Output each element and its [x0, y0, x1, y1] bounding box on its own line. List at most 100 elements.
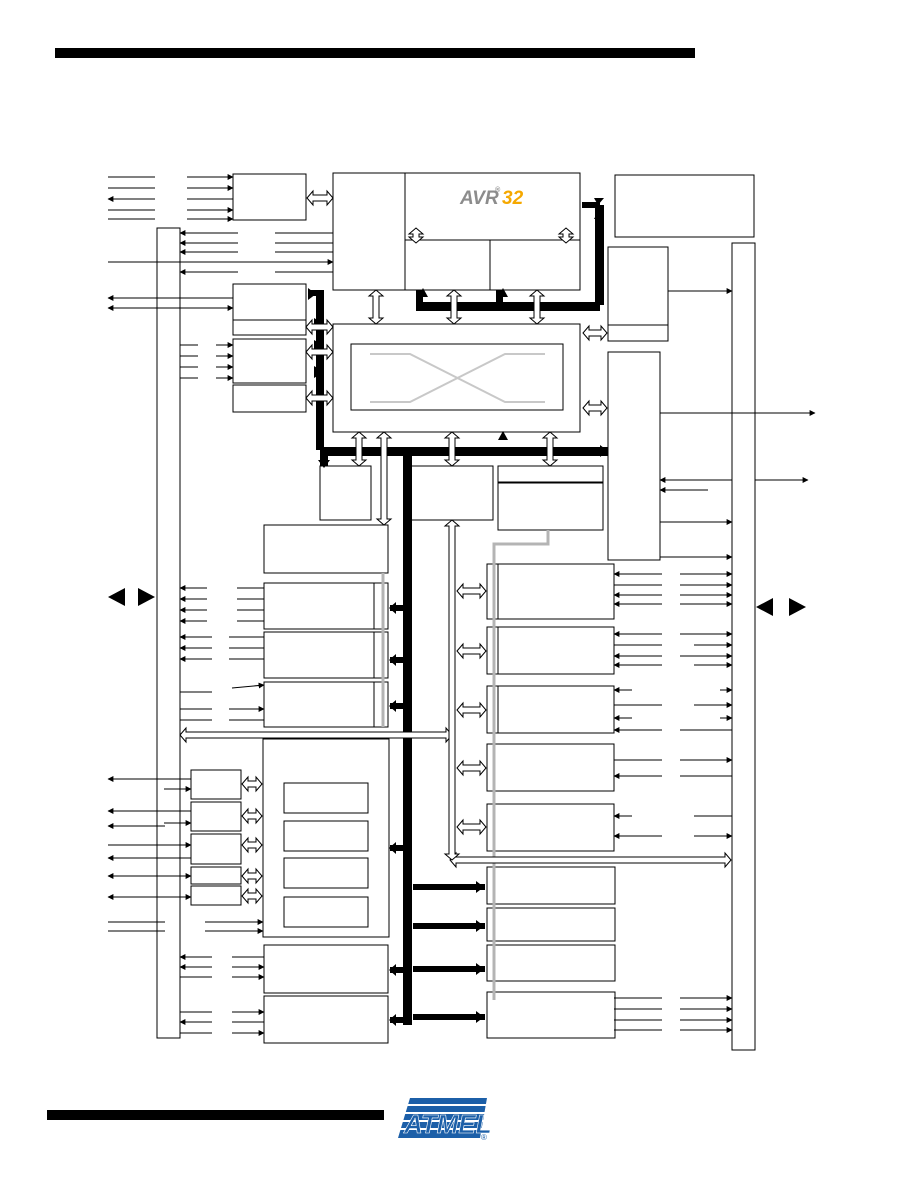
block-10 — [232, 319, 307, 336]
hollow-h-arrow-3 — [582, 399, 608, 417]
black-arrowhead-15 — [389, 842, 396, 854]
black-bus-2 — [320, 447, 608, 456]
hollow-h-arrow-5 — [305, 343, 334, 361]
black-arrowhead-16 — [389, 964, 396, 976]
hollow-h-arrow-18 — [241, 887, 263, 905]
block-38 — [283, 820, 369, 852]
peripheral-light-buses — [381, 530, 550, 1000]
black-bus-18 — [390, 845, 406, 851]
block-3 — [404, 172, 581, 241]
block-42 — [190, 801, 242, 832]
black-bus-5 — [416, 302, 600, 311]
block-26 — [263, 681, 389, 728]
hollow-v-arrow-6 — [443, 431, 461, 467]
black-bus-9 — [582, 202, 600, 208]
hollow-v-arrow-7 — [541, 431, 559, 467]
block-28 — [486, 563, 615, 620]
black-arrowhead-13 — [389, 654, 396, 666]
hollow-h-arrow-16 — [241, 836, 263, 854]
block-40 — [283, 896, 369, 928]
black-arrowhead-11 — [476, 1011, 484, 1023]
black-bus-19 — [390, 967, 406, 973]
hollow-h-arrow-10 — [456, 759, 487, 777]
black-bus-17 — [390, 703, 406, 709]
black-bus-14 — [413, 1014, 485, 1020]
black-arrowhead-10 — [476, 963, 484, 975]
black-arrowhead-1 — [418, 288, 428, 297]
black-arrowhead-8 — [476, 881, 484, 893]
block-7 — [156, 227, 181, 1039]
block-19 — [497, 465, 604, 531]
block-5 — [489, 239, 581, 291]
black-arrowhead-5 — [600, 445, 608, 457]
block-23 — [373, 582, 389, 630]
block-8 — [731, 242, 756, 1051]
block-17 — [319, 465, 372, 521]
block-30 — [486, 626, 615, 675]
block-22 — [263, 582, 389, 630]
block-18 — [410, 465, 494, 521]
signal-lines — [107, 174, 816, 1036]
block-35 — [486, 803, 615, 852]
avr-logo-number: 32 — [502, 188, 524, 209]
block-32 — [486, 685, 615, 734]
black-bus-15 — [390, 605, 406, 611]
black-arrowhead-9 — [476, 920, 484, 932]
bidir-arrow-left-a — [108, 588, 125, 606]
block-51 — [263, 995, 389, 1044]
black-arrowhead-2 — [498, 288, 508, 297]
block-34 — [486, 743, 615, 792]
black-bus-4 — [309, 290, 321, 296]
hollow-h-arrow-11 — [456, 818, 487, 836]
hollow-v-arrow-5 — [375, 431, 393, 526]
block-39 — [283, 857, 369, 889]
black-bus-12 — [413, 923, 485, 929]
bidir-arrow-left-b — [756, 598, 773, 616]
hollow-v-arrow-3 — [528, 289, 546, 325]
black-bus-20 — [390, 1017, 406, 1023]
hollow-h-arrow-6 — [305, 389, 334, 407]
atmel-logo-registered: ® — [481, 1133, 487, 1142]
block-24 — [263, 631, 389, 679]
hollow-h-arrow-14 — [241, 775, 263, 793]
block-37 — [283, 782, 369, 814]
block-41 — [190, 769, 242, 800]
block-27 — [373, 681, 389, 728]
bidir-arrow-right-b — [789, 598, 806, 616]
black-bus-11 — [413, 884, 485, 890]
black-bus-8 — [595, 205, 604, 305]
block-44 — [190, 866, 242, 885]
block-16 — [607, 351, 661, 561]
block-1 — [232, 173, 307, 221]
black-arrowhead-4 — [594, 212, 604, 219]
black-arrowhead-12 — [389, 602, 396, 614]
block-46 — [486, 866, 616, 905]
block-48 — [486, 944, 616, 982]
black-arrowhead-7 — [498, 431, 508, 440]
hollow-v-arrow-1 — [367, 289, 385, 325]
block-25 — [373, 631, 389, 679]
black-arrowhead-17 — [389, 1014, 396, 1026]
hollow-h-arrow-17 — [241, 867, 263, 885]
black-bus-13 — [413, 966, 485, 972]
block-20 — [497, 481, 604, 484]
block-11 — [232, 338, 307, 384]
block-14 — [607, 324, 669, 342]
atmel-logo-text: ATMEL — [403, 1109, 492, 1139]
header-bar — [55, 48, 695, 58]
block-47 — [486, 907, 616, 942]
block-4 — [404, 239, 491, 291]
hollow-bus-arrows — [179, 189, 732, 905]
black-bus-10 — [320, 450, 328, 466]
block-9 — [232, 283, 307, 321]
signal-line-54 — [231, 682, 265, 689]
hollow-h-arrow-8 — [456, 642, 487, 660]
block-43 — [190, 833, 242, 865]
black-arrowhead-20 — [314, 366, 324, 378]
black-arrowhead-3 — [594, 198, 604, 205]
crossbar-schematic — [350, 343, 564, 411]
hollow-h-arrow-13 — [449, 851, 732, 869]
hollow-v-arrow-4 — [350, 431, 368, 467]
block-45 — [190, 885, 242, 906]
